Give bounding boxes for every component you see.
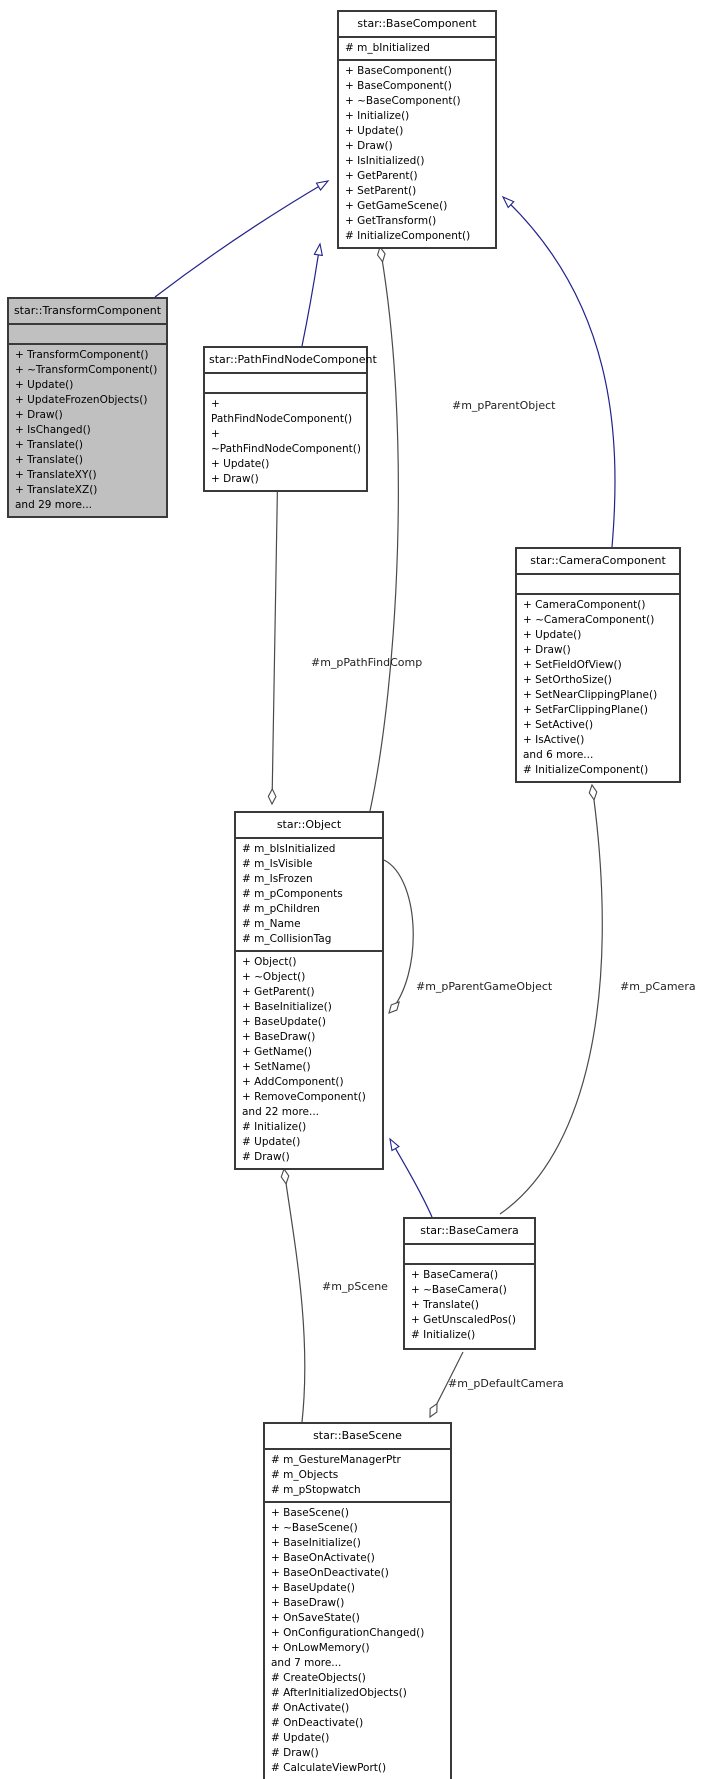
class-title: star::BaseCamera xyxy=(420,1224,519,1237)
edge-inherit-cameracomponent-basecomponent xyxy=(501,195,616,548)
class-attributes: # m_bInitialized xyxy=(339,36,495,59)
class-box-base-component[interactable]: star::BaseComponent # m_bInitialized + B… xyxy=(337,10,497,249)
class-attributes: # m_GestureManagerPtr # m_Objects # m_pS… xyxy=(265,1448,450,1501)
edge-label-m-pdefaultcamera: #m_pDefaultCamera xyxy=(448,1377,564,1390)
class-attributes xyxy=(405,1243,534,1263)
class-methods: + BaseComponent() + BaseComponent() + ~B… xyxy=(339,59,495,247)
class-methods: + TransformComponent() + ~TransformCompo… xyxy=(9,343,166,516)
edge-agg-cameracomponent-m-pcamera xyxy=(499,785,603,1215)
class-methods: + CameraComponent() + ~CameraComponent()… xyxy=(517,593,679,781)
class-methods: + BaseScene() + ~BaseScene() + BaseIniti… xyxy=(265,1501,450,1779)
edge-inherit-transformcomponent-basecomponent xyxy=(154,180,330,298)
class-title: star::CameraComponent xyxy=(530,554,666,567)
class-methods: + Object() + ~Object() + GetParent() + B… xyxy=(236,950,382,1168)
class-attributes xyxy=(517,573,679,593)
class-box-base-camera[interactable]: star::BaseCamera + BaseCamera() + ~BaseC… xyxy=(403,1217,536,1350)
edge-label-m-ppathfindcomp: #m_pPathFindComp xyxy=(311,656,423,669)
class-box-object[interactable]: star::Object # m_bIsInitialized # m_IsVi… xyxy=(234,811,384,1170)
edge-agg-object-m-pscene xyxy=(284,1169,306,1423)
class-box-transform-component[interactable]: star::TransformComponent + TransformComp… xyxy=(7,297,168,518)
edge-label-m-pparentobject: #m_pParentObject xyxy=(452,399,556,412)
class-box-base-scene[interactable]: star::BaseScene # m_GestureManagerPtr # … xyxy=(263,1422,452,1779)
edge-label-m-pcamera: #m_pCamera xyxy=(620,980,696,993)
class-attributes xyxy=(205,372,366,392)
class-title: star::TransformComponent xyxy=(13,304,162,317)
edge-inherit-pathfindnodecomponent-basecomponent xyxy=(301,242,324,347)
class-methods: + PathFindNodeComponent() + ~PathFindNod… xyxy=(205,392,366,490)
edge-agg-object-m-ppathfindcomp xyxy=(272,454,279,804)
class-title: star::BaseComponent xyxy=(357,17,477,30)
class-title: star::PathFindNodeComponent xyxy=(209,353,377,366)
class-attributes xyxy=(9,323,166,343)
edge-agg-basecomponent-m-pparentobject xyxy=(369,247,399,812)
class-title: star::BaseScene xyxy=(313,1429,402,1442)
class-attributes: # m_bIsInitialized # m_IsVisible # m_IsF… xyxy=(236,837,382,950)
edge-label-m-pscene: #m_pScene xyxy=(322,1280,388,1293)
edge-label-m-pparentgameobject: #m_pParentGameObject xyxy=(416,980,553,993)
class-methods: + BaseCamera() + ~BaseCamera() + Transla… xyxy=(405,1263,534,1348)
class-title: star::Object xyxy=(276,818,342,831)
class-box-camera-component[interactable]: star::CameraComponent + CameraComponent(… xyxy=(515,547,681,783)
edge-agg-object-self-m-pparentgameobject xyxy=(383,859,414,1013)
class-box-pathfindnode-component[interactable]: star::PathFindNodeComponent + PathFindNo… xyxy=(203,346,377,492)
edge-inherit-basecamera-object xyxy=(389,1137,433,1218)
